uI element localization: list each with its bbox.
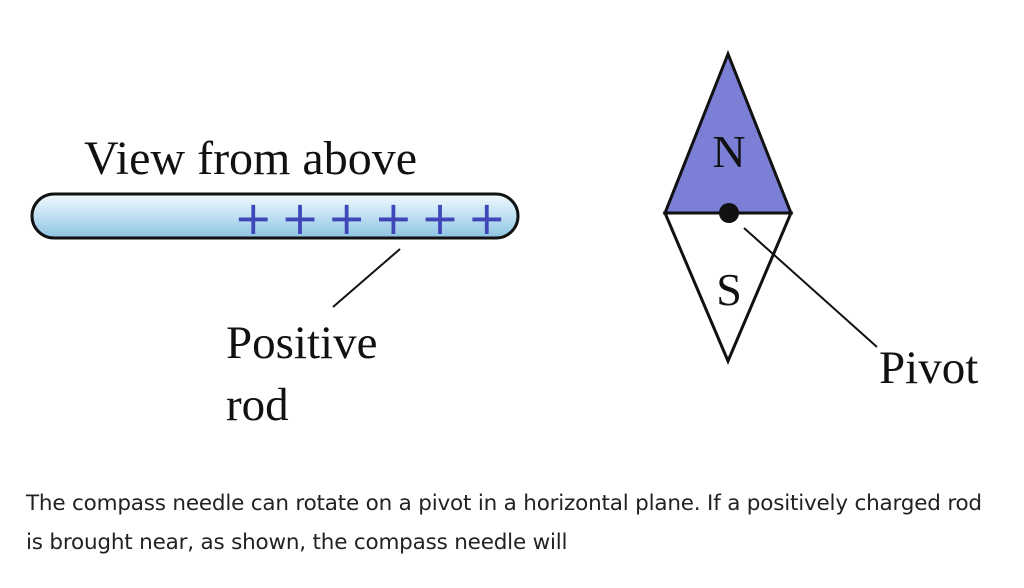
rod-label-rod: rod xyxy=(226,379,289,431)
pivot-leader-line xyxy=(743,227,878,348)
rod-title: View from above xyxy=(84,132,417,185)
needle-north-label: N xyxy=(712,126,745,177)
pivot-label: Pivot xyxy=(879,342,978,394)
positive-rod xyxy=(30,192,520,240)
rod-leader-line xyxy=(332,248,401,308)
needle-south-label: S xyxy=(716,264,742,315)
pivot-dot xyxy=(719,203,739,223)
question-text: The compass needle can rotate on a pivot… xyxy=(26,491,982,555)
rod-label-positive: Positive xyxy=(226,317,377,369)
compass-rod-diagram: View from above ++++++ Positive rod N S … xyxy=(30,49,978,431)
